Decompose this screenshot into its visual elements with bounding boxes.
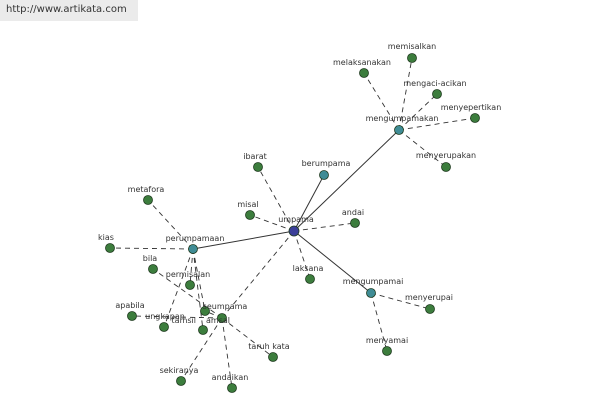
edge-seumpama-taruh-kata — [221, 317, 274, 358]
labels-layer: umpamaberumpamaperumpamaanmengumpamakanm… — [98, 42, 501, 382]
node-umpama[interactable] — [288, 225, 300, 237]
node-label-misal: misal — [237, 200, 258, 209]
node-label-seumpama: seumpama — [203, 302, 248, 311]
node-label-mengaci-acikan: mengaci-acikan — [403, 79, 466, 88]
node-label-bila: bila — [143, 254, 158, 263]
node-perumpamaan[interactable] — [188, 244, 198, 254]
node-label-andaikan: andaikan — [212, 373, 249, 382]
node-label-menyerupai: menyerupai — [405, 293, 453, 302]
node-tamsil[interactable] — [198, 325, 208, 335]
node-label-tamsil: tamsil — [172, 316, 196, 325]
node-ungkapan[interactable] — [159, 322, 169, 332]
node-label-laksana: laksana — [293, 264, 324, 273]
node-label-sekiranya: sekiranya — [160, 366, 199, 375]
node-seumpama[interactable] — [217, 313, 227, 323]
edge-umpama-andai — [293, 222, 356, 232]
edge-perumpamaan-metafora — [147, 199, 194, 250]
node-label-menyerupakan: menyerupakan — [416, 151, 476, 160]
node-mengaci-acikan[interactable] — [432, 89, 442, 99]
edge-seumpama-sekiranya — [180, 317, 223, 382]
node-label-menyepertikan: menyepertikan — [441, 103, 502, 112]
node-mengumpamakan[interactable] — [394, 125, 404, 135]
edge-perumpamaan-permisalan — [189, 248, 194, 286]
node-label-ungkapan: ungkapan — [145, 312, 185, 321]
nodes-layer — [105, 53, 480, 393]
edge-mengumpamai-menyerupai — [370, 292, 431, 310]
node-label-berumpama: berumpama — [302, 159, 351, 168]
node-amsal[interactable] — [200, 306, 210, 316]
edge-seumpama-andaikan — [221, 317, 233, 389]
node-label-umpama: umpama — [278, 215, 314, 224]
node-permisalan[interactable] — [185, 280, 195, 290]
node-label-mengumpamakan: mengumpamakan — [366, 114, 439, 123]
node-taruh-kata[interactable] — [268, 352, 278, 362]
edges-layer — [109, 57, 476, 389]
node-menyerupai[interactable] — [425, 304, 435, 314]
node-label-menyamai: menyamai — [366, 336, 408, 345]
node-misal[interactable] — [245, 210, 255, 220]
edge-seumpama-apabila — [131, 315, 223, 319]
node-label-metafora: metafora — [128, 185, 165, 194]
watermark-banner: http://www.artikata.com — [0, 0, 138, 21]
edge-perumpamaan-tamsil — [192, 248, 204, 331]
node-label-permisalan: permisalan — [166, 270, 210, 279]
node-andaikan[interactable] — [227, 383, 237, 393]
node-label-mengumpamai: mengumpamai — [343, 277, 404, 286]
node-label-perumpamaan: perumpamaan — [166, 234, 225, 243]
node-memisalkan[interactable] — [407, 53, 417, 63]
node-label-memisalkan: memisalkan — [388, 42, 437, 51]
edge-perumpamaan-ungkapan — [163, 248, 194, 328]
node-label-ibarat: ibarat — [243, 152, 267, 161]
edge-mengumpamakan-memisalkan — [398, 57, 413, 131]
node-label-kias: kias — [98, 233, 114, 242]
watermark-url: http://www.artikata.com — [6, 4, 127, 15]
node-ibarat[interactable] — [253, 162, 263, 172]
edge-mengumpamakan-menyepertikan — [398, 117, 476, 131]
node-berumpama[interactable] — [319, 170, 329, 180]
edge-umpama-seumpama — [221, 230, 295, 319]
node-menyamai[interactable] — [382, 346, 392, 356]
node-laksana[interactable] — [305, 274, 315, 284]
node-andai[interactable] — [350, 218, 360, 228]
node-bila[interactable] — [148, 264, 158, 274]
node-melaksanakan[interactable] — [359, 68, 369, 78]
edge-umpama-misal — [249, 214, 295, 232]
edge-mengumpamakan-menyerupakan — [398, 129, 447, 168]
node-sekiranya[interactable] — [176, 376, 186, 386]
node-kias[interactable] — [105, 243, 115, 253]
node-menyepertikan[interactable] — [470, 113, 480, 123]
edge-perumpamaan-amsal — [192, 248, 206, 312]
node-label-melaksanakan: melaksanakan — [333, 58, 391, 67]
node-metafora[interactable] — [143, 195, 153, 205]
edge-umpama-mengumpamai — [293, 230, 372, 294]
edge-perumpamaan-kias — [109, 247, 194, 250]
edge-umpama-mengumpamakan — [293, 129, 400, 232]
node-label-apabila: apabila — [115, 301, 144, 310]
edge-mengumpamai-menyamai — [370, 292, 388, 352]
node-mengumpamai[interactable] — [366, 288, 376, 298]
node-label-amsal: amsal — [206, 316, 230, 325]
node-label-andai: andai — [342, 208, 364, 217]
edge-umpama-ibarat — [257, 166, 295, 232]
edge-umpama-perumpamaan — [192, 230, 295, 250]
edge-umpama-berumpama — [293, 174, 325, 232]
node-menyerupakan[interactable] — [441, 162, 451, 172]
node-apabila[interactable] — [127, 311, 137, 321]
node-label-taruh-kata: taruh kata — [248, 342, 290, 351]
edge-mengumpamakan-melaksanakan — [363, 72, 400, 131]
